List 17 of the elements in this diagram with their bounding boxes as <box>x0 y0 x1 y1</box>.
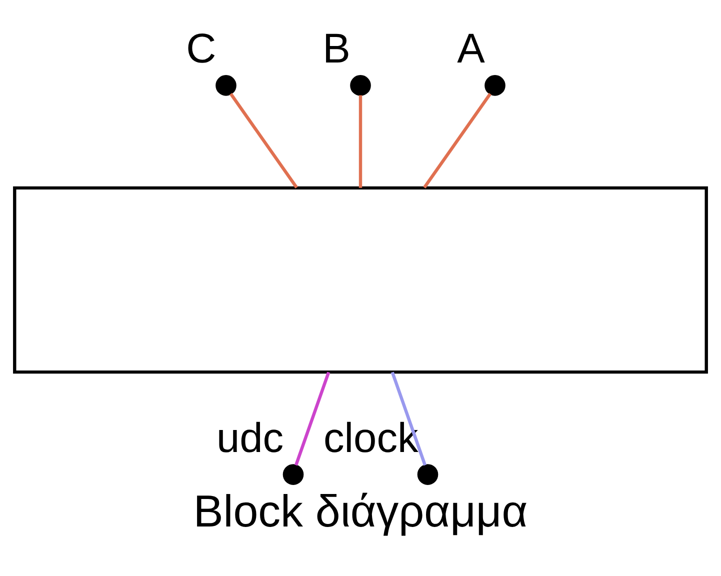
node-circle <box>216 75 236 96</box>
node-label: B <box>322 24 350 72</box>
node-circle <box>350 75 371 96</box>
node-circle <box>417 464 438 485</box>
node-label: A <box>457 24 485 72</box>
node-circle <box>484 75 506 96</box>
node-label: udc <box>216 414 284 461</box>
node-label: C <box>186 24 216 72</box>
connector <box>294 372 330 466</box>
connector <box>229 92 298 188</box>
connector <box>358 95 362 188</box>
node-circle <box>282 464 304 485</box>
caption: Block διάγραμμα <box>193 485 528 536</box>
connector <box>390 372 427 466</box>
connector <box>423 92 492 188</box>
node-label: clock <box>323 414 418 461</box>
node-box <box>13 186 708 374</box>
